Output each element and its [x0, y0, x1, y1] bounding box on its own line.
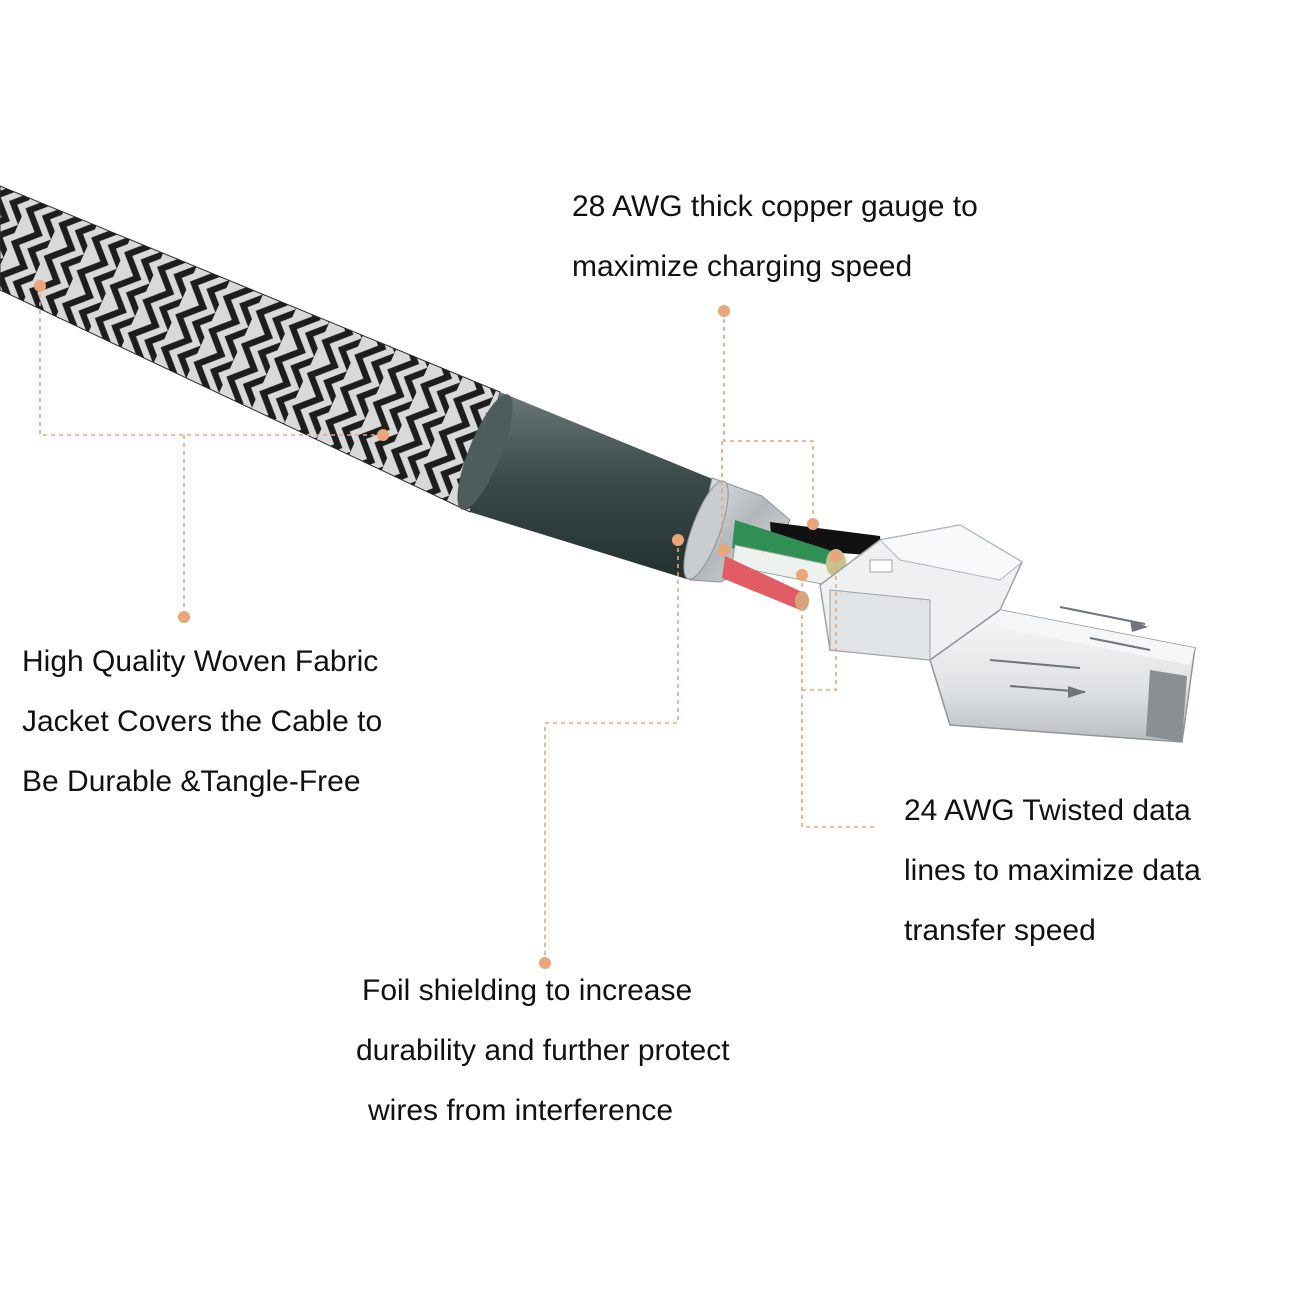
copper-callout-line-2: maximize charging speed — [572, 250, 913, 283]
leader-lines — [39, 286, 878, 963]
rubber-jacket — [457, 392, 715, 580]
braid-sleeve — [0, 185, 501, 513]
foil-shielding-callout: Foil shielding to increase durability an… — [356, 961, 730, 1141]
data-callout-line-2: lines to maximize data — [904, 854, 1201, 887]
braided-cable — [0, 185, 501, 513]
leader-fabric — [39, 286, 383, 617]
fabric-jacket-callout: High Quality Woven Fabric Jacket Covers … — [22, 632, 382, 812]
micro-usb-connector — [819, 524, 1196, 743]
dot-fabric-a — [34, 280, 46, 292]
dot-copper-c — [718, 544, 730, 556]
dot-fabric-c — [178, 611, 190, 623]
data-callout-line-1: 24 AWG Twisted data — [904, 794, 1191, 827]
dot-fabric-b — [377, 429, 389, 441]
copper-gauge-callout: 28 AWG thick copper gauge to maximize ch… — [572, 177, 978, 297]
data-lines-callout: 24 AWG Twisted data lines to maximize da… — [904, 781, 1201, 961]
foil-callout-line-1: Foil shielding to increase — [362, 974, 693, 1007]
leader-foil — [544, 540, 679, 963]
fabric-callout-line-2: Jacket Covers the Cable to — [22, 705, 383, 738]
foil-callout-line-3: wires from interference — [368, 1094, 674, 1127]
data-callout-line-3: transfer speed — [904, 914, 1096, 947]
dot-data-b — [796, 569, 808, 581]
fabric-callout-line-1: High Quality Woven Fabric — [22, 645, 379, 678]
copper-callout-line-1: 28 AWG thick copper gauge to — [572, 190, 978, 223]
leader-dots — [34, 280, 842, 969]
dot-foil-a — [672, 534, 684, 546]
dot-data-a — [830, 550, 842, 562]
dot-copper-b — [807, 518, 819, 530]
wire-red — [722, 556, 802, 610]
leader-data — [801, 562, 878, 828]
leader-copper — [721, 311, 814, 550]
dot-foil-b — [539, 957, 551, 969]
dot-copper-a — [718, 305, 730, 317]
fabric-callout-line-3: Be Durable &Tangle-Free — [22, 765, 361, 798]
foil-callout-line-2: durability and further protect — [356, 1034, 730, 1067]
